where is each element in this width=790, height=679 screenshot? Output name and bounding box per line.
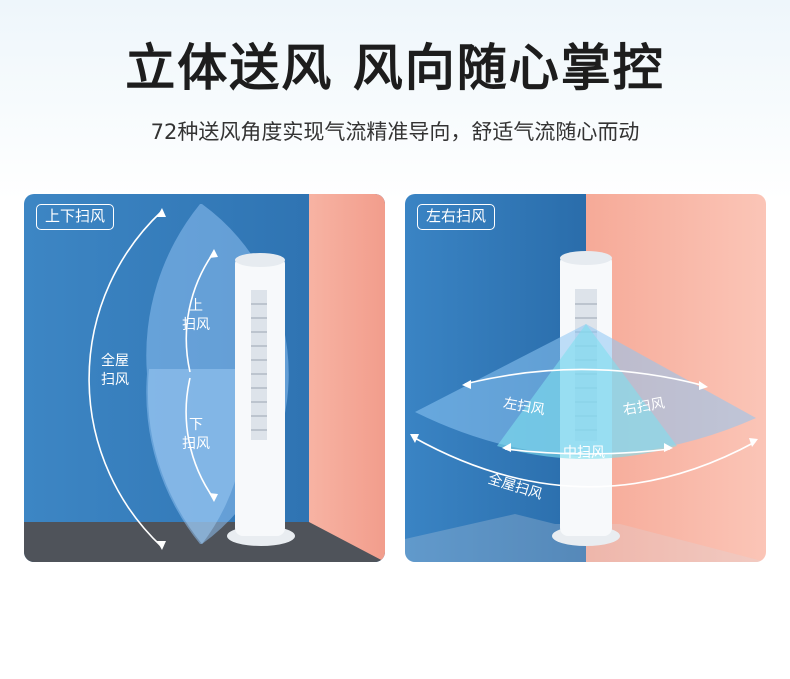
vertical-swing-panel: 上下扫风 全屋 扫风 上 扫风 下 扫风	[24, 194, 385, 562]
horizontal-swing-illustration	[405, 194, 766, 562]
arrow-down-icon	[209, 493, 218, 502]
page-title: 立体送风 风向随心掌控	[125, 39, 665, 97]
page-subtitle: 72种送风角度实现气流精准导向，舒适气流随心而动	[150, 120, 640, 144]
arrow-down-icon	[157, 541, 166, 550]
whole-room-swing-label: 全屋 扫风	[101, 353, 129, 388]
center-swing-label: 中扫风	[563, 445, 605, 461]
arrow-right-icon	[664, 443, 673, 452]
airflow-fan-center	[497, 324, 677, 459]
up-swing-arc	[185, 251, 215, 373]
arrow-left-icon	[410, 434, 419, 443]
side-wall	[309, 194, 385, 562]
arrow-left-icon	[502, 443, 511, 452]
arrow-up-icon	[209, 249, 218, 258]
airflow-fan-bottom	[147, 369, 246, 544]
horizontal-swing-tag: 左右扫风	[417, 204, 496, 230]
center-arc	[504, 448, 671, 455]
whole-room-arc	[88, 210, 163, 548]
whole-room-arc	[412, 436, 756, 488]
vertical-swing-illustration	[24, 194, 385, 562]
left-right-arc	[464, 368, 706, 387]
arrow-left-icon	[462, 380, 471, 389]
down-swing-label: 下 扫风	[182, 417, 210, 452]
horizontal-swing-panel: 左右扫风 左扫风 右扫风 中扫风 全屋扫风	[405, 194, 766, 562]
air-conditioner-unit	[227, 253, 295, 546]
arrow-right-icon	[699, 381, 708, 390]
down-swing-arc	[185, 377, 215, 500]
arrow-right-icon	[749, 438, 758, 447]
arrow-up-icon	[157, 208, 166, 217]
vertical-swing-tag: 上下扫风	[36, 204, 115, 230]
up-swing-label: 上 扫风	[182, 298, 210, 333]
header-background	[0, 0, 790, 200]
